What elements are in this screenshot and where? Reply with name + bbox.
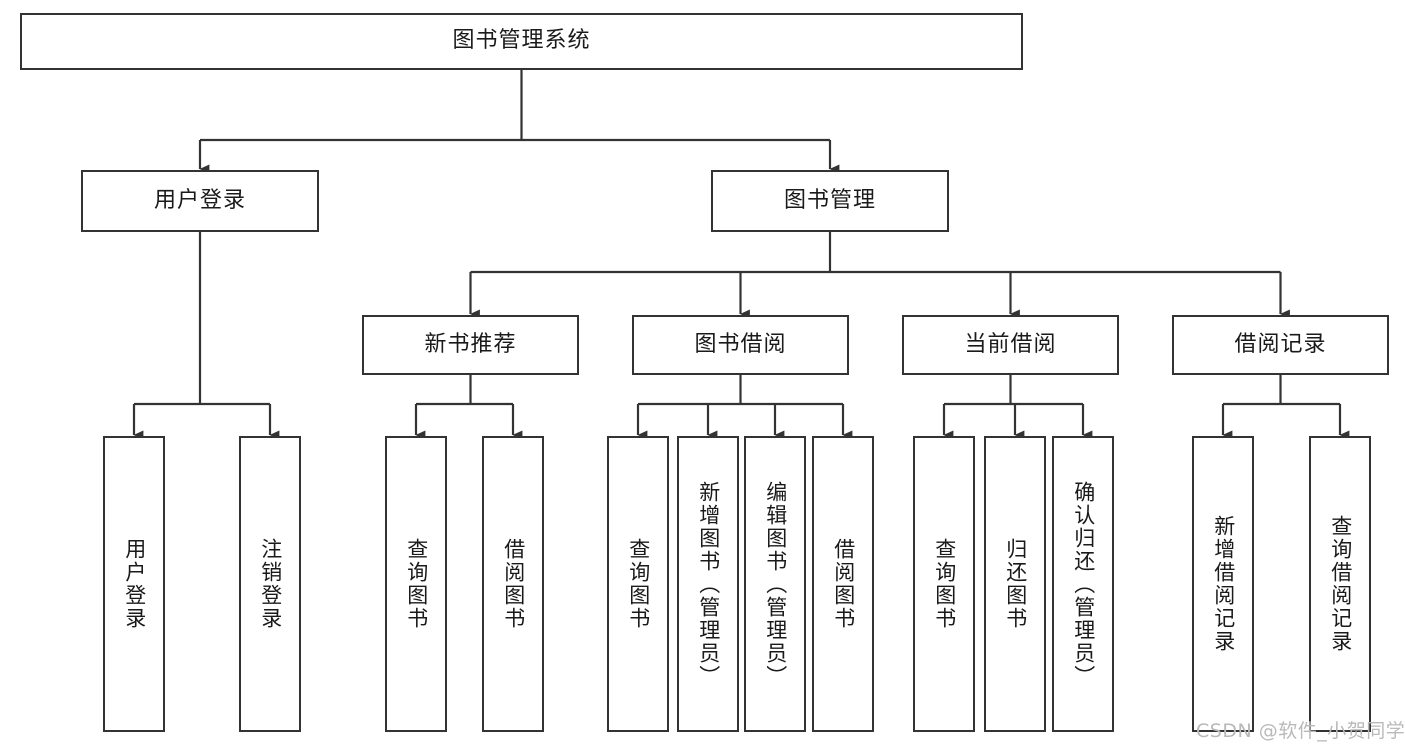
node-current: 当前借阅 bbox=[902, 315, 1119, 375]
node-label: 借阅图书 bbox=[831, 538, 856, 630]
node-label: 用户登录 bbox=[122, 538, 147, 630]
node-label: 归还图书 bbox=[1003, 538, 1028, 630]
node-label: 图书管理系统 bbox=[452, 28, 591, 54]
node-records: 借阅记录 bbox=[1172, 315, 1389, 375]
node-l-bor-3: 编辑图书（管理员） bbox=[744, 436, 806, 732]
node-login: 用户登录 bbox=[81, 170, 319, 232]
node-label: 借阅记录 bbox=[1234, 331, 1327, 357]
edge-group bbox=[132, 70, 1350, 440]
node-l-new-2: 借阅图书 bbox=[482, 436, 544, 732]
node-l-cur-1: 查询图书 bbox=[913, 436, 975, 732]
node-label: 注销登录 bbox=[258, 538, 283, 630]
node-l-new-1: 查询图书 bbox=[385, 436, 447, 732]
node-label: 图书管理 bbox=[783, 187, 876, 213]
node-l-cur-2: 归还图书 bbox=[984, 436, 1046, 732]
node-label: 查询图书 bbox=[626, 538, 651, 630]
node-l-cur-3: 确认归还（管理员） bbox=[1052, 436, 1114, 732]
node-l-bor-1: 查询图书 bbox=[607, 436, 669, 732]
node-label: 确认归还（管理员） bbox=[1071, 480, 1096, 688]
node-l-rec-1: 新增借阅记录 bbox=[1192, 436, 1254, 732]
node-l-login-1: 用户登录 bbox=[103, 436, 165, 732]
node-newbook: 新书推荐 bbox=[362, 315, 579, 375]
node-bookmgmt: 图书管理 bbox=[711, 170, 949, 232]
node-label: 当前借阅 bbox=[964, 331, 1057, 357]
node-label: 查询借阅记录 bbox=[1328, 515, 1353, 653]
node-label: 图书借阅 bbox=[694, 331, 787, 357]
node-root: 图书管理系统 bbox=[20, 13, 1023, 70]
node-label: 新增借阅记录 bbox=[1211, 515, 1236, 653]
node-label: 新增图书（管理员） bbox=[696, 480, 721, 688]
node-label: 查询图书 bbox=[404, 538, 429, 630]
node-label: 借阅图书 bbox=[501, 538, 526, 630]
node-label: 用户登录 bbox=[153, 187, 246, 213]
node-label: 查询图书 bbox=[932, 538, 957, 630]
node-l-rec-2: 查询借阅记录 bbox=[1309, 436, 1371, 732]
node-label: 编辑图书（管理员） bbox=[763, 480, 788, 688]
node-l-login-2: 注销登录 bbox=[239, 436, 301, 732]
node-l-bor-2: 新增图书（管理员） bbox=[677, 436, 739, 732]
node-l-bor-4: 借阅图书 bbox=[812, 436, 874, 732]
node-label: 新书推荐 bbox=[424, 331, 517, 357]
node-borrow: 图书借阅 bbox=[632, 315, 849, 375]
